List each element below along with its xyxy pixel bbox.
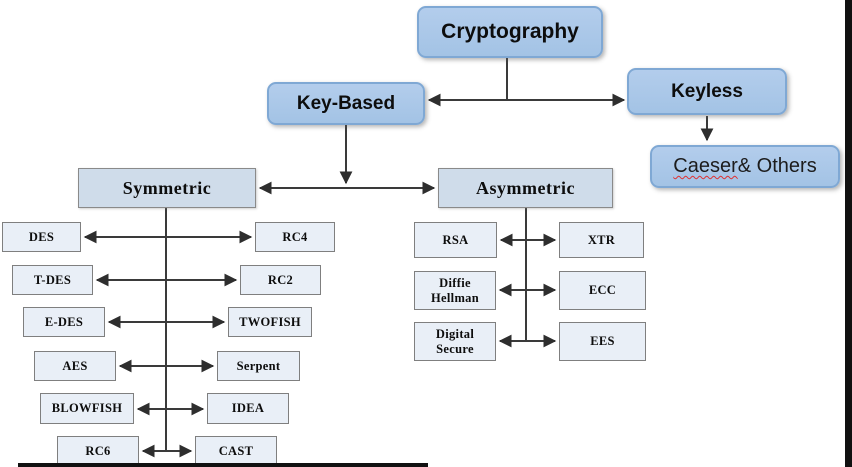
leaf-serpent-label: Serpent [236,358,281,373]
leaf-ees-label: EES [590,334,615,349]
leaf-twofish: TWOFISH [228,307,312,337]
leaf-xtr-label: XTR [587,232,616,247]
leaf-des-label: DES [28,229,55,244]
leaf-des: DES [2,222,81,252]
node-symmetric-label: Symmetric [122,177,212,198]
leaf-rc6-label: RC6 [85,444,111,459]
leaf-cast: CAST [195,436,277,467]
leaf-e-des-label: E-DES [44,314,84,329]
leaf-rc2: RC2 [240,265,321,295]
leaf-rsa: RSA [414,222,497,258]
leaf-digital-secure: Digital Secure [414,322,496,361]
node-asymmetric-label: Asymmetric [476,177,575,198]
leaf-ees: EES [559,322,646,361]
node-key-based-label: Key-Based [296,92,396,114]
leaf-xtr: XTR [559,222,644,258]
leaf-rc4-label: RC4 [282,229,308,244]
node-key-based: Key-Based [267,82,425,125]
node-caeser-rest: & Others [737,155,817,177]
node-keyless: Keyless [627,68,787,115]
leaf-blowfish-label: BLOWFISH [51,401,123,416]
leaf-cast-label: CAST [218,444,254,459]
leaf-diffie-hellman: Diffie Hellman [414,271,496,310]
leaf-digital-secure-label: Digital Secure [435,327,475,356]
leaf-twofish-label: TWOFISH [239,314,301,329]
leaf-aes-label: AES [62,358,88,373]
node-asymmetric: Asymmetric [438,168,613,208]
node-caeser-word: Caeser [673,155,738,177]
leaf-rsa-label: RSA [442,232,469,247]
leaf-rc2-label: RC2 [267,272,294,287]
leaf-ecc-label: ECC [588,283,617,298]
leaf-blowfish: BLOWFISH [40,393,134,424]
leaf-e-des: E-DES [23,307,105,337]
node-cryptography: Cryptography [417,6,603,58]
node-symmetric: Symmetric [78,168,256,208]
leaf-ecc: ECC [559,271,646,310]
leaf-t-des-label: T-DES [33,272,72,287]
leaf-rc4: RC4 [255,222,335,252]
node-keyless-label: Keyless [671,80,743,102]
leaf-t-des: T-DES [12,265,93,295]
node-caeser-others: Caeser & Others [650,145,840,188]
leaf-idea-label: IDEA [231,401,265,416]
leaf-aes: AES [34,351,116,381]
bottom-edge-bar [18,463,428,467]
leaf-rc6: RC6 [57,436,139,467]
node-cryptography-label: Cryptography [441,20,579,43]
leaf-diffie-hellman-label: Diffie Hellman [431,276,479,305]
leaf-idea: IDEA [207,393,289,424]
right-edge-bar [845,0,852,467]
leaf-serpent: Serpent [217,351,300,381]
